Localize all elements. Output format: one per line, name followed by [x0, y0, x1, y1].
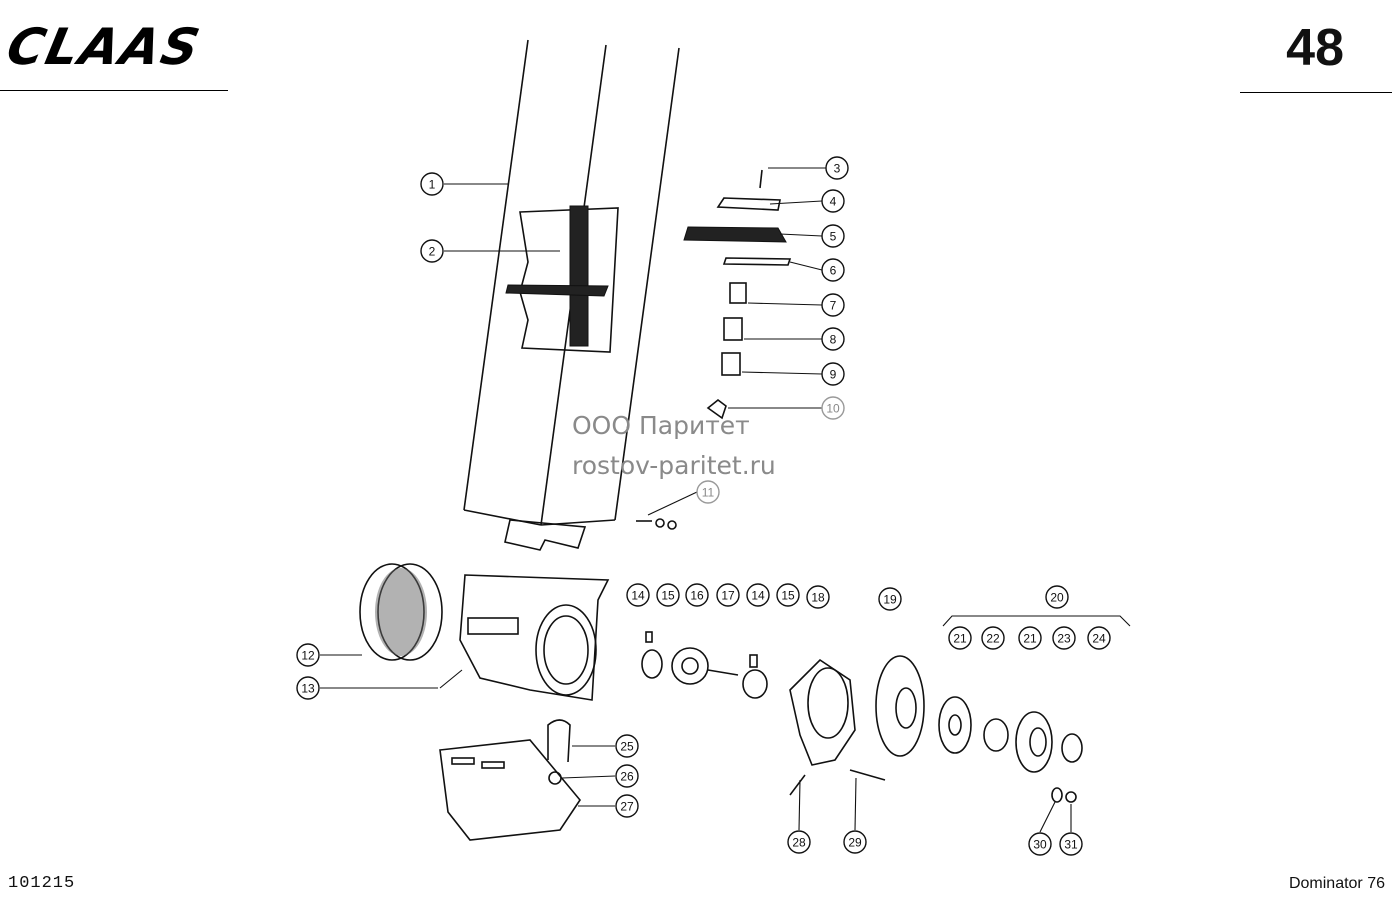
callout-label: 14: [751, 589, 765, 603]
callout-14: 14: [626, 583, 650, 607]
drawing-code: 101215: [8, 874, 76, 893]
callout-label: 15: [661, 589, 675, 603]
callout-label: 24: [1092, 632, 1106, 646]
callout-label: 29: [848, 836, 862, 850]
flange-plate: [875, 655, 925, 757]
callout-11: 11: [696, 480, 720, 504]
callout-24: 24: [1087, 626, 1111, 650]
callout-label: 18: [811, 591, 825, 605]
callout-3: 3: [825, 156, 849, 180]
callout-16: 16: [685, 583, 709, 607]
callout-7: 7: [821, 293, 845, 317]
callout-10: 10: [821, 396, 845, 420]
callout-label: 7: [830, 299, 837, 313]
callout-label: 16: [690, 589, 704, 603]
callout-label: 27: [620, 800, 634, 814]
callout-4: 4: [821, 189, 845, 213]
callout-label: 21: [1023, 632, 1037, 646]
elevator-tube: [463, 39, 680, 551]
callout-27: 27: [615, 794, 639, 818]
callout-13: 13: [296, 676, 320, 700]
callout-26: 26: [615, 764, 639, 788]
callout-label: 8: [830, 333, 837, 347]
callout-label: 30: [1033, 838, 1047, 852]
callout-5: 5: [821, 224, 845, 248]
belt-ring: [359, 563, 443, 661]
paddle-parts: [683, 169, 792, 420]
callout-label: 26: [620, 770, 634, 784]
callout-6: 6: [821, 258, 845, 282]
callout-30: 30: [1028, 832, 1052, 856]
callout-21: 21: [1018, 626, 1042, 650]
callout-label: 11: [702, 486, 715, 500]
callout-15: 15: [656, 583, 680, 607]
callout-label: 10: [826, 402, 840, 416]
callout-12: 12: [296, 643, 320, 667]
callout-label: 19: [883, 593, 897, 607]
callout-2: 2: [420, 239, 444, 263]
bolt-hardware: [636, 518, 677, 530]
bearing-bracket: [789, 658, 886, 796]
callout-label: 21: [953, 632, 967, 646]
page-number: 48: [1286, 19, 1344, 77]
callout-label: 13: [301, 682, 315, 696]
callout-label: 1: [429, 178, 436, 192]
u-bolt-and-shield: [439, 719, 581, 841]
callout-label: 14: [631, 589, 645, 603]
callout-label: 28: [792, 836, 806, 850]
callout-9: 9: [821, 362, 845, 386]
header-rule-right: [1240, 92, 1392, 93]
callout-14: 14: [746, 583, 770, 607]
callout-23: 23: [1052, 626, 1076, 650]
callout-31: 31: [1059, 832, 1083, 856]
callout-25: 25: [615, 734, 639, 758]
callout-label: 15: [781, 589, 795, 603]
callout-label: 9: [830, 368, 837, 382]
callout-8: 8: [821, 327, 845, 351]
callout-15: 15: [776, 583, 800, 607]
header-rule-left: [0, 90, 228, 91]
callout-label: 25: [620, 740, 634, 754]
callout-label: 5: [830, 230, 837, 244]
callout-1: 1: [420, 172, 444, 196]
bearing-set: [938, 615, 1131, 803]
callout-19: 19: [878, 587, 902, 611]
callout-18: 18: [806, 585, 830, 609]
callout-17: 17: [716, 583, 740, 607]
shaft-parts: [641, 631, 768, 699]
callout-20: 20: [1045, 585, 1069, 609]
callout-21: 21: [948, 626, 972, 650]
callout-label: 22: [986, 632, 1000, 646]
watermark-company: ООО Паритет: [572, 411, 750, 440]
callout-29: 29: [843, 830, 867, 854]
model-name: Dominator 76: [1288, 875, 1385, 892]
callout-label: 20: [1050, 591, 1064, 605]
callout-label: 31: [1064, 838, 1078, 852]
callout-label: 2: [429, 245, 436, 259]
callout-label: 23: [1057, 632, 1071, 646]
lower-housing: [459, 574, 610, 701]
callout-label: 4: [830, 195, 837, 209]
callout-label: 12: [301, 649, 315, 663]
callout-label: 6: [830, 264, 837, 278]
callout-label: 3: [834, 162, 841, 176]
watermark-url: rostov-paritet.ru: [572, 451, 776, 480]
callout-22: 22: [981, 626, 1005, 650]
callout-28: 28: [787, 830, 811, 854]
callout-label: 17: [721, 589, 735, 603]
leader-lines: [320, 167, 1072, 833]
